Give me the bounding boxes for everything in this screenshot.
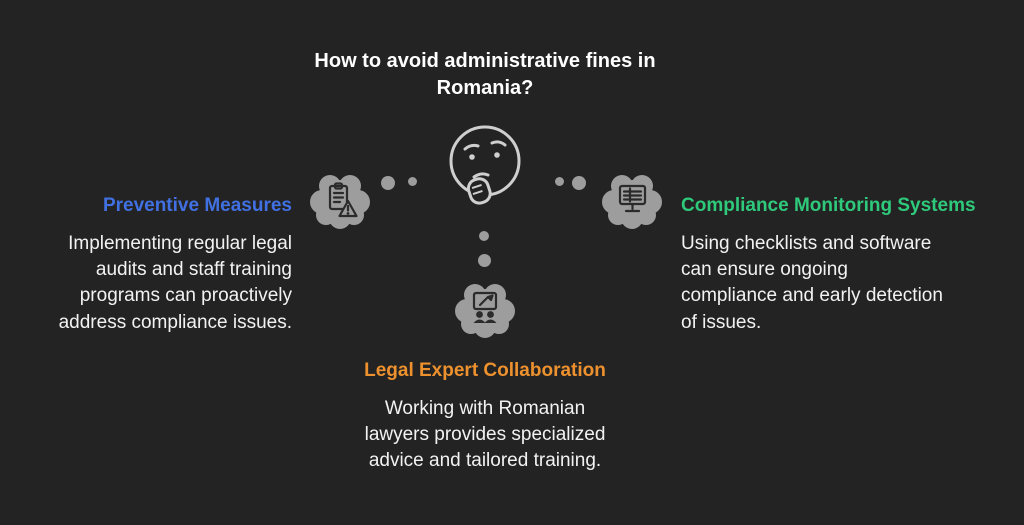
node-description-legal-expert-collaboration: Working with Romanian lawyers provides s… <box>364 398 606 472</box>
clipboard-warning-icon <box>308 172 372 232</box>
node-description-preventive-measures: Implementing regular legal audits and st… <box>58 233 292 333</box>
computer-monitor-icon <box>602 175 662 229</box>
thought-dot <box>478 254 491 267</box>
thinking-face-icon <box>435 113 535 213</box>
node-heading-legal-expert-collaboration: Legal Expert Collaboration <box>364 360 606 381</box>
thought-dot <box>381 176 395 190</box>
thinking-face-icon <box>449 125 521 205</box>
presentation-people-icon <box>455 284 515 338</box>
node-heading-preventive-measures: Preventive Measures <box>102 195 292 216</box>
clipboard-warning-icon <box>310 175 370 229</box>
node-description-compliance-monitoring: Using checklists and software can ensure… <box>681 233 943 333</box>
thought-dot <box>555 177 564 186</box>
thought-dot <box>479 231 489 241</box>
thought-dot <box>572 176 586 190</box>
node-heading-compliance-monitoring: Compliance Monitoring Systems <box>681 195 976 216</box>
computer-monitor-icon <box>600 172 664 232</box>
presentation-people-icon <box>453 281 517 341</box>
thought-dot <box>408 177 417 186</box>
page-title: How to avoid administrative fines in Rom… <box>314 50 656 99</box>
